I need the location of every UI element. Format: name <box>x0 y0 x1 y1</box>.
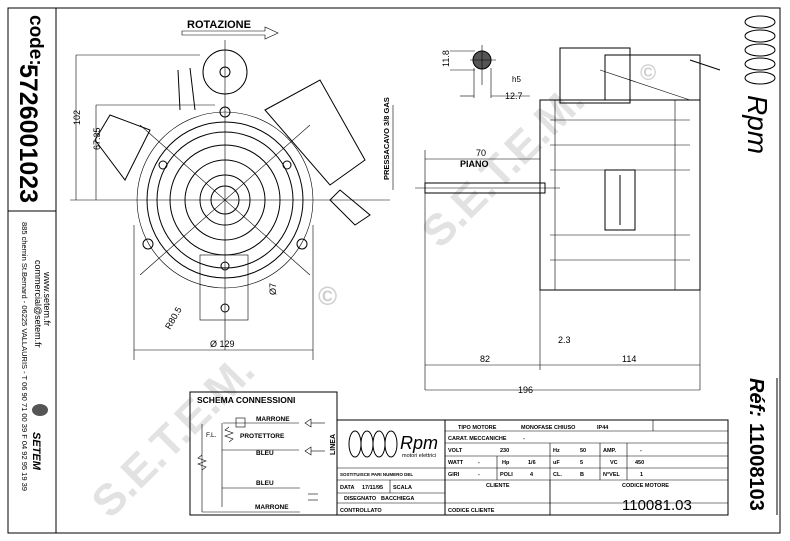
email[interactable]: commercial@setem.fr <box>33 260 43 348</box>
sheet-border <box>7 7 781 534</box>
disegnato-value: BACCHIEGA <box>381 496 414 502</box>
dim-102: 102 <box>72 110 82 125</box>
data-value: 17/11/95 <box>362 485 383 491</box>
reference-value: 11008103 <box>745 423 767 511</box>
protection-value: IP44 <box>597 425 609 431</box>
address: 885 chemin St.Bernard - 06225 VALLAURIS … <box>20 222 29 491</box>
nvel-value: 1 <box>640 472 643 478</box>
data-label: DATA <box>340 485 354 491</box>
piano-label: PIANO <box>460 159 489 169</box>
hp-label: Hp <box>502 460 510 466</box>
sostituisce-label: SOSTITUISCE PARI NUMERO DEL <box>340 472 413 477</box>
website[interactable]: www.setem.fr <box>42 271 52 326</box>
vc-label: VC <box>610 460 618 466</box>
disegnato-label: DISEGNATO <box>344 496 377 502</box>
dim-70: 70 <box>476 148 486 158</box>
volt-label: VOLT <box>448 448 463 454</box>
dim-d129: Ø 129 <box>210 339 235 349</box>
wiring-diagram <box>197 417 325 513</box>
amp-value: - <box>640 448 642 454</box>
giri-value: - <box>478 472 480 478</box>
codice-motore-value: 110081.03 <box>622 497 692 514</box>
dim-2-3: 2.3 <box>558 335 571 345</box>
uf-label: uF <box>553 460 560 466</box>
tipo-motore-label: TIPO MOTORE <box>458 425 497 431</box>
rpm-logo-text: Rpm <box>742 95 773 154</box>
dim-114: 114 <box>622 354 636 364</box>
code-value: 5726001023 <box>14 64 42 203</box>
dim-82: 82 <box>480 354 490 364</box>
dim-11-8: 11.8 <box>441 50 451 67</box>
rotation-arrow-icon <box>181 26 279 40</box>
controllato-label: CONTROLLATO <box>340 508 382 514</box>
title-block <box>336 419 729 516</box>
copyright-mark: © <box>640 60 656 85</box>
gland-label: PRESSACAVO 3/8 GAS <box>382 97 391 180</box>
hz-label: Hz <box>553 448 560 454</box>
hp-value: 1/6 <box>528 460 536 466</box>
motor-front-view <box>94 40 390 350</box>
dim-r80-5: R80.5 <box>163 305 184 331</box>
carat-value: - <box>523 436 525 442</box>
schema-title: SCHEMA CONNESSIONI <box>197 395 295 405</box>
poli-value: 4 <box>530 472 534 478</box>
copyright-mark: © <box>318 281 337 311</box>
scala-label: SCALA <box>393 485 412 491</box>
codice-cliente-label: CODICE CLIENTE <box>448 508 495 514</box>
vc-value: 450 <box>635 460 644 466</box>
brand-name: SETEM <box>30 432 42 471</box>
cliente-label: CLIENTE <box>486 483 510 489</box>
setem-logo: SETEM <box>30 404 48 471</box>
code-box <box>7 7 57 212</box>
tipo-motore-value: MONOFASE CHIUSO <box>521 425 576 431</box>
fl-label: F.L. <box>206 432 217 439</box>
wire-label: MARRONE <box>256 416 290 423</box>
wire-label: BLEU <box>256 450 274 457</box>
linea-label: LINEA <box>330 434 337 455</box>
watt-label: WATT <box>448 460 464 466</box>
dim-h5: h5 <box>512 75 521 84</box>
hz-value: 50 <box>580 448 586 454</box>
dim-12-7: 12.7 <box>505 91 523 101</box>
carat-label: CARAT. MECCANICHE <box>448 436 507 442</box>
watermark: S.E.T.E.M. <box>82 345 264 527</box>
rpm-logo-title: Rpm motori elettrici <box>348 430 438 459</box>
code-label: code: <box>25 15 46 66</box>
rotation-label: ROTAZIONE <box>187 19 251 31</box>
dim-d7: Ø7 <box>268 283 278 295</box>
giri-label: GIRI <box>448 472 460 478</box>
rpm-logo-top: Rpm <box>742 15 776 154</box>
cl-value: B <box>580 472 584 478</box>
wire-label: MARRONE <box>255 504 289 511</box>
uf-value: 5 <box>580 460 583 466</box>
wire-label: PROTETTORE <box>240 433 285 440</box>
reference-label: Réf: <box>745 378 767 417</box>
rpm-logo-subtitle: motori elettrici <box>402 453 436 459</box>
dim-196: 196 <box>518 385 533 395</box>
codice-motore-label: CODICE MOTORE <box>622 483 669 489</box>
nvel-label: N°VEL <box>603 472 621 478</box>
cl-label: CL. <box>553 472 562 478</box>
volt-value: 230 <box>500 448 509 454</box>
poli-label: POLI <box>500 472 513 478</box>
amp-label: AMP. <box>603 448 617 454</box>
dim-67-35: 67.35 <box>92 127 102 150</box>
wire-label: BLEU <box>256 480 274 487</box>
motor-side-view <box>415 47 721 291</box>
rpm-logo-text: Rpm <box>400 433 438 453</box>
watt-value: - <box>478 460 480 466</box>
